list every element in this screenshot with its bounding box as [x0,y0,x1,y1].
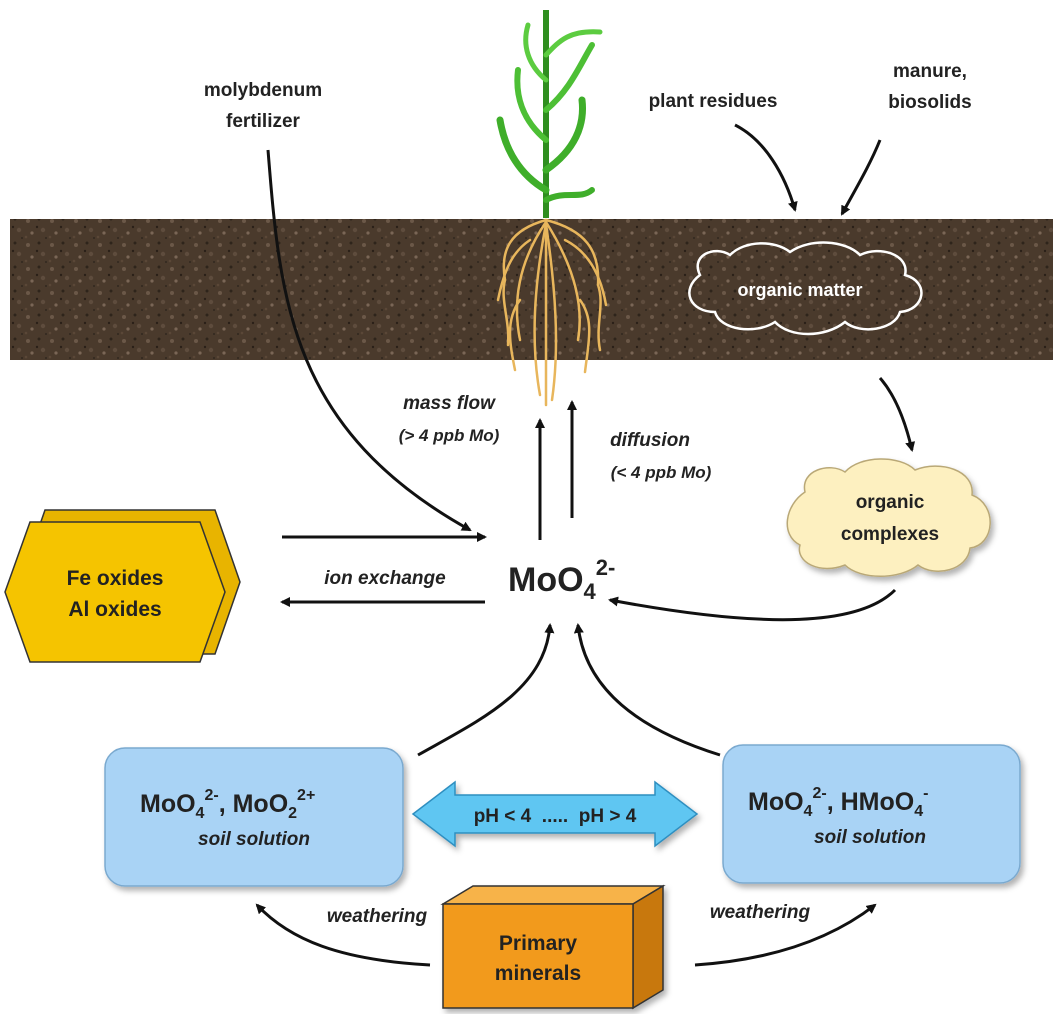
corn-plant-icon [496,10,603,218]
diffusion-label: diffusion [610,430,690,451]
plant-residues-arrow [734,123,798,212]
weathering-right-label: weathering [710,902,811,923]
flow-arrows [255,123,916,967]
ph-double-arrow [411,780,699,848]
organic-complexes-cloud [786,458,991,577]
soil-solution-left-species: MoO42-, MoO22+ [140,787,315,822]
soil-solution-left-box [104,747,404,887]
molybdenum-fertilizer-label-line2: fertilizer [226,111,301,132]
right-solution-to-molybdate-arrow [573,623,721,757]
mass-flow-note: (> 4 ppb Mo) [399,426,500,445]
organic-complexes-label-line1: organic [856,492,925,513]
weathering-right-arrow [694,903,877,967]
organic-matter-cloud [688,241,923,336]
oxides-hexagon [4,509,241,663]
manure-arrow [840,139,882,216]
manure-label-line2: biosolids [888,92,971,113]
primary-minerals-label-line2: minerals [495,962,581,985]
primary-minerals-label-line1: Primary [499,932,578,955]
organic-matter-to-complexes-arrow [878,377,916,452]
soil-solution-left-label: soil solution [198,829,310,850]
plant-residues-label: plant residues [649,91,778,112]
fe-oxides-label: Fe oxides [67,567,164,590]
organic-complexes-label-line2: complexes [841,524,939,545]
soil-solution-right-label: soil solution [814,827,926,848]
molybdenum-fertilizer-label-line1: molybdenum [204,80,322,101]
ion-exchange-label: ion exchange [324,568,446,589]
complexes-to-molybdate-arrow [608,588,897,622]
molybdate-ion: MoO42- [508,555,615,604]
weathering-left-label: weathering [327,906,428,927]
soil-layer [10,219,1053,360]
mass-flow-label: mass flow [403,393,496,414]
weathering-left-arrow [255,903,431,967]
soil-solution-right-species: MoO42-, HMoO4- [748,785,928,820]
soil-solution-right-box [722,744,1021,884]
al-oxides-label: Al oxides [68,598,161,621]
ph-range-label: pH < 4 ..... pH > 4 [474,806,637,827]
fertilizer-arrow [266,149,472,532]
organic-matter-label: organic matter [737,280,862,300]
root-system-icon [496,218,608,407]
manure-label-line1: manure, [893,61,967,82]
primary-minerals-box [440,884,666,1010]
left-solution-to-molybdate-arrow [417,623,555,757]
diffusion-note: (< 4 ppb Mo) [611,463,712,482]
